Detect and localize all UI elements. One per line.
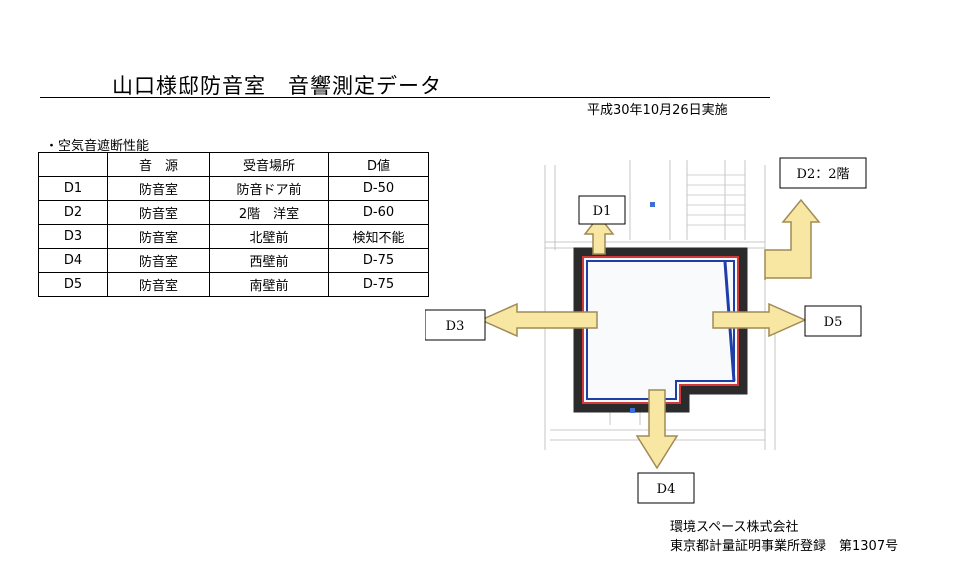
cell-id: D1 <box>38 176 108 201</box>
floor-plan-diagram: D1 D2：2階 D3 D4 D5 <box>425 157 867 504</box>
cell-location: 2階 洋室 <box>209 200 329 225</box>
plan-mark-blue <box>650 202 655 207</box>
cell-source: 防音室 <box>107 248 210 273</box>
room-wall-outline <box>573 247 748 413</box>
label-d5: D5 <box>824 315 843 330</box>
cell-source: 防音室 <box>107 176 210 201</box>
arrow-d2 <box>764 198 821 280</box>
table-header-row: 音 源 受音場所 D値 <box>38 152 429 177</box>
label-box-d5: D5 <box>804 305 862 337</box>
label-d2: D2：2階 <box>797 167 850 182</box>
label-box-d1: D1 <box>578 195 626 225</box>
title-underline <box>40 97 770 98</box>
table-row: D1 防音室 防音ドア前 D-50 <box>38 176 429 201</box>
label-d4: D4 <box>657 482 676 497</box>
cell-location: 防音ドア前 <box>209 176 329 201</box>
table-row: D5 防音室 南壁前 D-75 <box>38 272 429 297</box>
cell-location: 北壁前 <box>209 224 329 249</box>
table-row: D3 防音室 北壁前 検知不能 <box>38 224 429 249</box>
company-registration: 東京都計量証明事業所登録 第1307号 <box>670 539 899 554</box>
cell-d-value: D-60 <box>328 200 429 225</box>
column-header-source: 音 源 <box>107 152 210 177</box>
plan-stairs-hatching <box>687 174 745 226</box>
cell-d-value: D-75 <box>328 248 429 273</box>
table-row: D4 防音室 西壁前 D-75 <box>38 248 429 273</box>
label-d3: D3 <box>446 319 465 334</box>
table-row: D2 防音室 2階 洋室 D-60 <box>38 200 429 225</box>
label-box-d3: D3 <box>425 309 486 341</box>
label-box-d4: D4 <box>637 472 695 504</box>
cell-d-value: D-75 <box>328 272 429 297</box>
column-header-id <box>38 152 108 177</box>
cell-id: D4 <box>38 248 108 273</box>
arrow-d3 <box>479 302 598 338</box>
column-header-d-value: D値 <box>328 152 429 177</box>
company-name: 環境スペース株式会社 <box>670 520 799 535</box>
cell-id: D3 <box>38 224 108 249</box>
room-wall-red-layer <box>582 256 739 404</box>
room-wall-blue-layer <box>586 260 735 400</box>
arrow-d1 <box>583 214 615 255</box>
sound-insulation-table: 音 源 受音場所 D値 D1 防音室 防音ドア前 D-50 D2 防音室 2階 … <box>38 152 429 297</box>
cell-source: 防音室 <box>107 224 210 249</box>
cell-location: 南壁前 <box>209 272 329 297</box>
cell-d-value: 検知不能 <box>328 224 429 249</box>
measurement-date: 平成30年10月26日実施 <box>587 103 728 118</box>
company-info: 環境スペース株式会社 東京都計量証明事業所登録 第1307号 <box>670 518 898 556</box>
cell-id: D5 <box>38 272 108 297</box>
arrow-d5 <box>712 302 807 338</box>
plan-mark-blue <box>630 408 635 413</box>
cell-source: 防音室 <box>107 272 210 297</box>
column-header-location: 受音場所 <box>209 152 329 177</box>
cell-location: 西壁前 <box>209 248 329 273</box>
cell-source: 防音室 <box>107 200 210 225</box>
label-box-d2: D2：2階 <box>779 157 867 189</box>
cell-d-value: D-50 <box>328 176 429 201</box>
page-title: 山口様邸防音室 音響測定データ <box>112 74 442 98</box>
label-d1: D1 <box>593 204 612 219</box>
arrow-d4 <box>635 389 679 470</box>
section-heading: ・空気音遮断性能 <box>45 139 150 154</box>
cell-id: D2 <box>38 200 108 225</box>
